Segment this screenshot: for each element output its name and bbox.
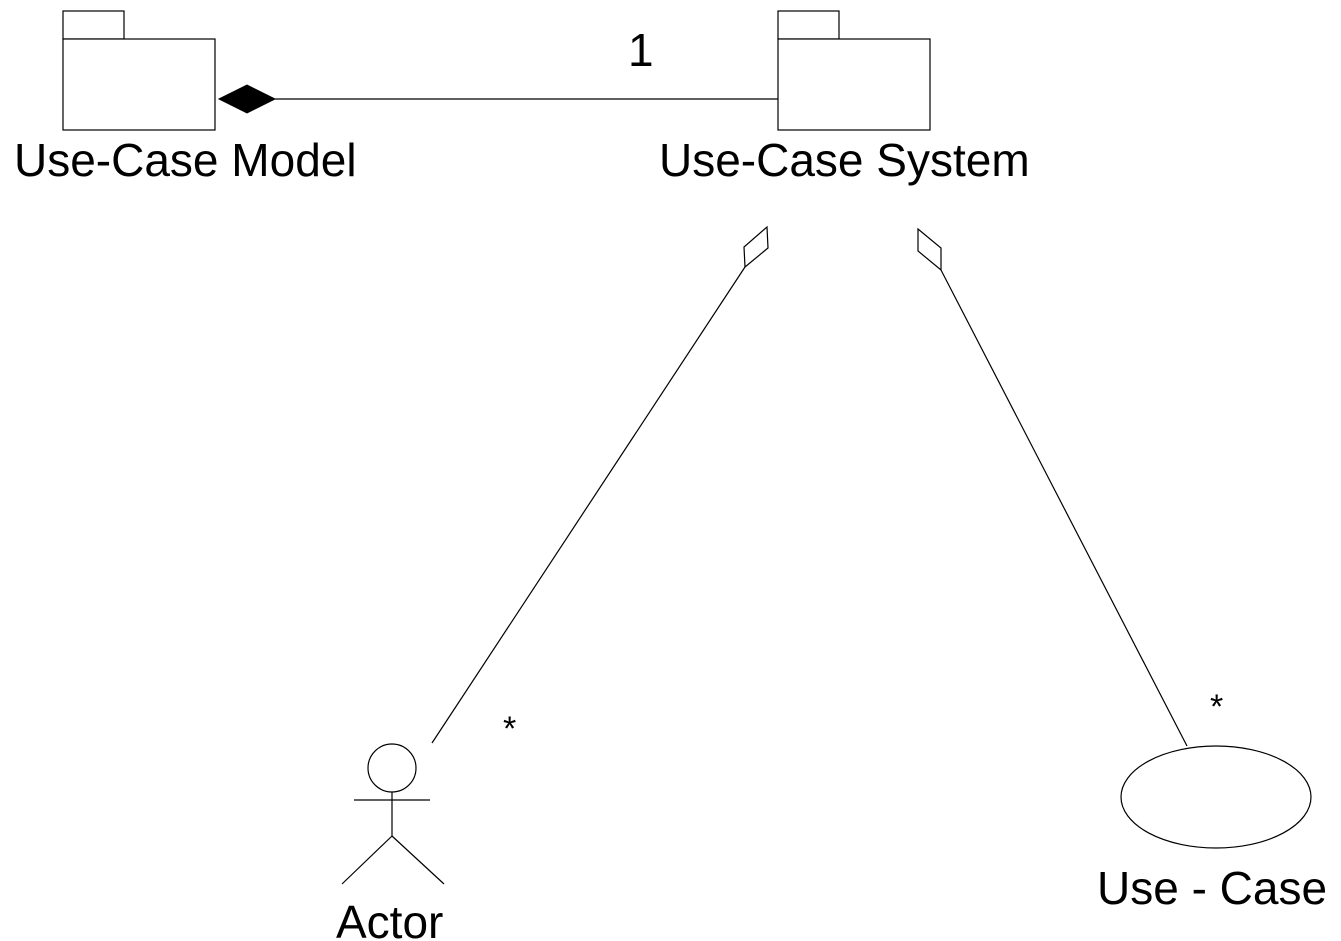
use-case-model-package-body: [62, 38, 216, 131]
model-system-composition[interactable]: [217, 84, 778, 114]
use-case-model-package-tab: [62, 10, 125, 40]
composition-filled-diamond: [217, 84, 277, 114]
use-case-ellipse[interactable]: [1120, 745, 1312, 849]
actor-right-leg: [391, 835, 445, 885]
use-case-model-label: Use-Case Model: [14, 134, 357, 186]
use-case-multiplicity: *: [1210, 688, 1223, 726]
use-case-aggregation-hollow-diamond: [917, 227, 942, 272]
actor-left-leg: [341, 835, 393, 885]
use-case-system-package-tab: [777, 10, 840, 40]
actor-aggregation-hollow-diamond: [743, 225, 769, 269]
actor-head: [367, 743, 417, 793]
use-case-system-package[interactable]: [777, 10, 931, 131]
use-case-system-label: Use-Case System: [659, 134, 1030, 186]
system-actor-aggregation[interactable]: [431, 225, 769, 744]
system-use-case-aggregation[interactable]: [917, 227, 1188, 747]
actor-aggregation-line: [431, 266, 746, 744]
actor-label: Actor: [336, 896, 443, 941]
use-case-aggregation-line: [940, 269, 1188, 747]
model-system-multiplicity: 1: [628, 24, 654, 76]
use-case-model-package[interactable]: [62, 10, 216, 131]
actor-stick-figure[interactable]: [341, 743, 445, 885]
use-case-label: Use - Case: [1097, 862, 1327, 914]
use-case-system-package-body: [777, 38, 931, 131]
actor-multiplicity: *: [503, 710, 516, 748]
